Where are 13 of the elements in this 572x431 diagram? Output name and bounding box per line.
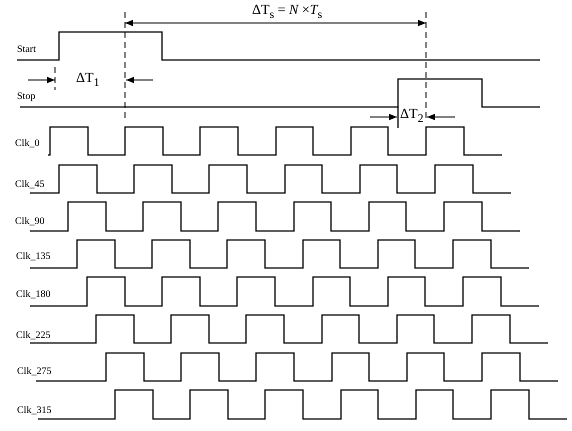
signal-label: Clk_0 <box>15 139 40 149</box>
signal-label: Clk_90 <box>15 217 44 227</box>
dimension-label: ΔT$_{2}$ <box>400 108 424 124</box>
dimension-label: ΔT$_{1}$ <box>76 72 100 88</box>
dimension-label: ΔT$_{s}$ = N ×T$_{s}$ <box>252 4 322 20</box>
signal-label: Clk_275 <box>17 367 52 377</box>
signal-label: Clk_225 <box>16 331 50 341</box>
signal-label: Stop <box>17 92 36 102</box>
signal-label: Start <box>17 45 36 55</box>
signal-label: Clk_135 <box>16 252 50 262</box>
signal-label: Clk_180 <box>16 290 50 300</box>
signal-label: Clk_45 <box>15 180 44 190</box>
signal-label: Clk_315 <box>17 406 52 416</box>
